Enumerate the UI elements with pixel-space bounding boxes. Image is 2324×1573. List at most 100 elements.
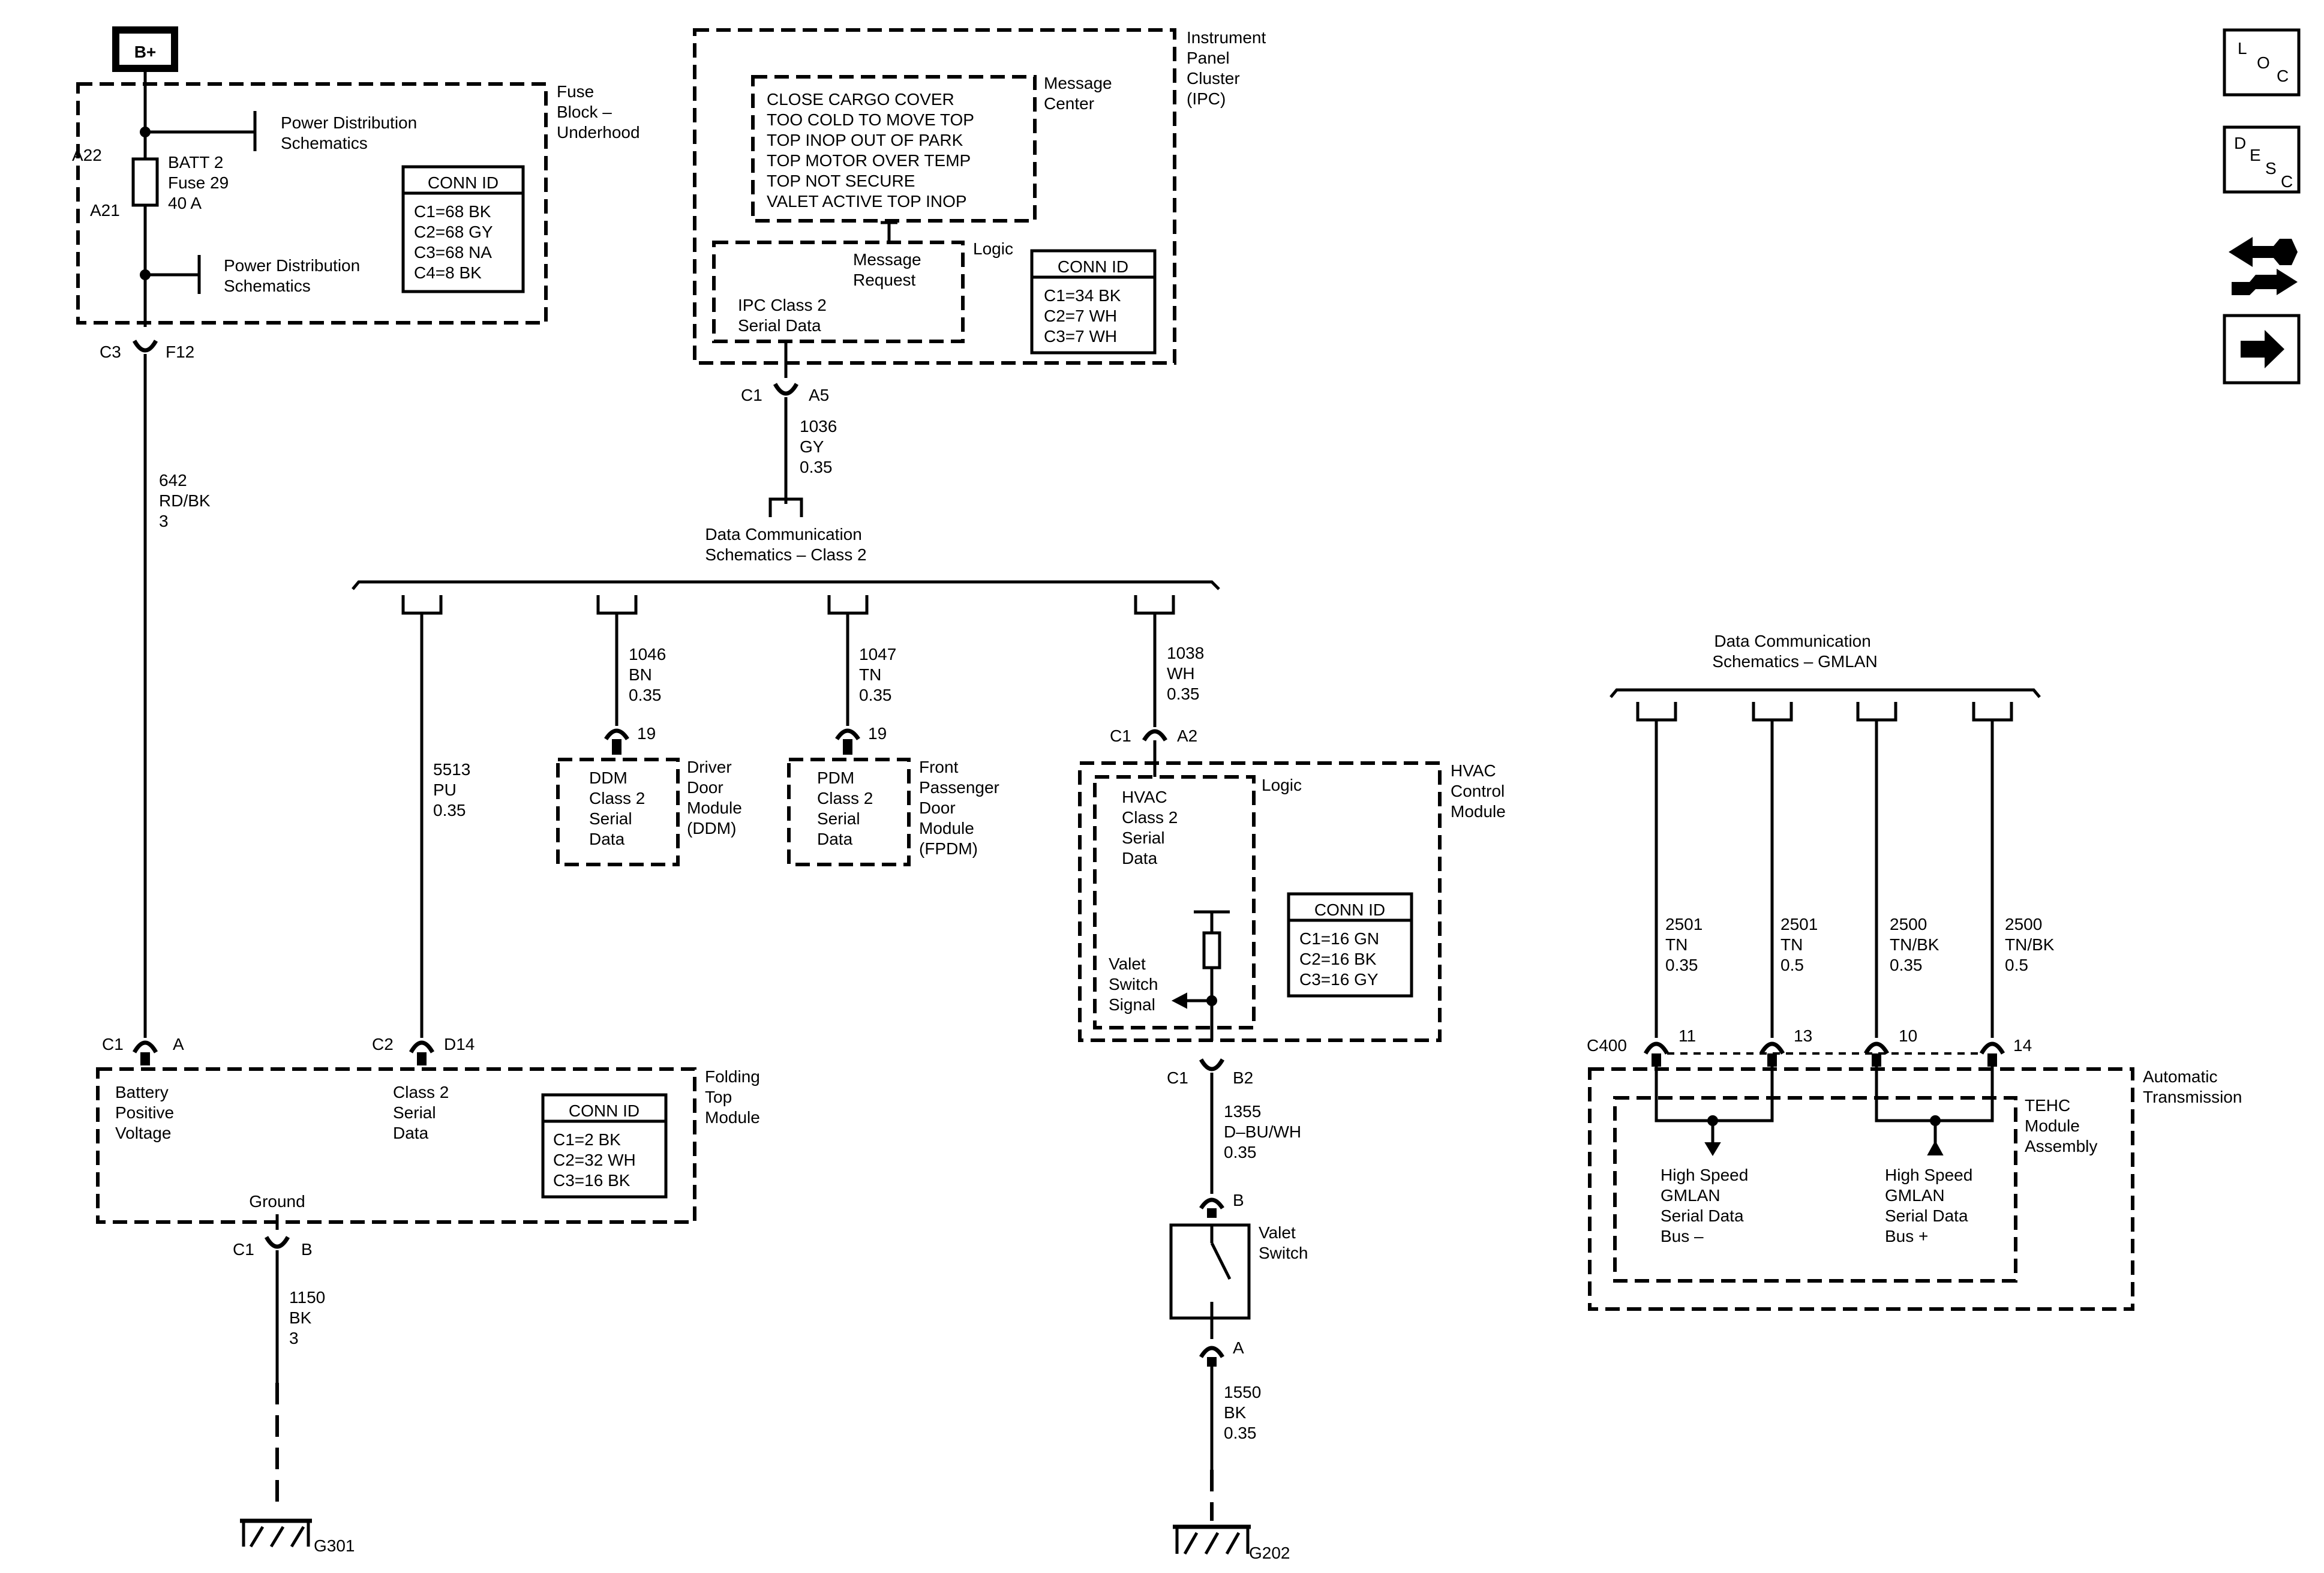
ground-g202: G202	[1173, 1524, 1290, 1562]
connector-swap-icon[interactable]	[2229, 237, 2298, 295]
svg-text:CONN ID: CONN ID	[1314, 900, 1385, 919]
ipc-title: Instrument Panel Cluster (IPC)	[1187, 28, 1271, 108]
desc-icon[interactable]: D E S C	[2223, 125, 2301, 194]
wire-642-label: 642 RD/BK 3	[159, 471, 215, 530]
folding-top-title: Folding Top Module	[705, 1067, 765, 1127]
hvac-serial-data-label: HVAC Class 2 Serial Data	[1122, 788, 1182, 867]
loc-icon[interactable]: L O C	[2223, 28, 2301, 97]
gmlan-bus-label: Data Communication Schematics – GMLAN	[1712, 632, 1877, 671]
svg-text:Valet Switch: Valet Switch	[1259, 1223, 1308, 1262]
wire-1355-label: 1355 D–BU/WH 0.35	[1224, 1102, 1306, 1161]
message-list: CLOSE CARGO COVER TOO COLD TO MOVE TOP T…	[767, 90, 978, 211]
power-dist-label-2: Power Distribution Schematics	[224, 256, 365, 295]
bus-minus-label: High Speed GMLAN Serial Data Bus –	[1661, 1166, 1753, 1245]
gmlan-data-bus: Data Communication Schematics – GMLAN	[1610, 632, 2041, 698]
svg-text:14: 14	[2013, 1036, 2032, 1055]
wire-1047-label: 1047 TN 0.35	[859, 645, 901, 704]
svg-text:DDM Class 2 Serial: DDM Class 2 Serial Data	[589, 769, 650, 848]
class2-serial-data-label: Class 2 Serial Data	[393, 1083, 454, 1142]
tehc-module-label: TEHC Module Assembly	[2025, 1096, 2097, 1155]
valet-switch: Valet Switch	[1169, 1223, 1308, 1320]
fuse-29	[131, 157, 159, 207]
instrument-panel-cluster: Instrument Panel Cluster (IPC) Message C…	[693, 28, 1271, 365]
svg-text:C: C	[2277, 67, 2289, 85]
svg-text:C: C	[2281, 172, 2293, 191]
ground-g301: G301	[240, 1518, 355, 1555]
battery-positive: B+	[112, 26, 178, 72]
svg-text:E: E	[2250, 146, 2261, 164]
svg-text:B: B	[1233, 1191, 1244, 1209]
connector-c3-f12: C3 F12	[100, 340, 194, 361]
folding-top-c2-connector: C2 D14	[372, 1035, 475, 1065]
svg-text:C1=16 GN C2=16 BK: C1=16 GN C2=16 BK C3=16 GY	[1299, 929, 1384, 989]
wire-2501-a-label: 2501 TN 0.35	[1665, 915, 1707, 974]
svg-text:C1=68 BK C2=68 GY: C1=68 BK C2=68 GY C3=68 NA C4=8 BK	[414, 202, 497, 282]
svg-text:13: 13	[1794, 1026, 1812, 1045]
svg-text:D: D	[2234, 134, 2246, 152]
hvac-conn-id: CONN ID C1=16 GN C2=16 BK C3=16 GY	[1287, 892, 1413, 998]
svg-text:C400: C400	[1587, 1036, 1627, 1055]
fuse-block-underhood: Fuse Block – Underhood Power Distributio…	[72, 82, 640, 325]
fuse-block-title: Fuse Block – Underhood	[557, 82, 640, 142]
front-passenger-door-module: PDM Class 2 Serial Data Front Passenger …	[787, 758, 1004, 866]
next-arrow-icon[interactable]	[2223, 314, 2301, 385]
fuse-block-conn-id: CONN ID C1=68 BK C2=68 GY C3=68 NA C4=8 …	[401, 165, 525, 293]
svg-text:A2: A2	[1177, 727, 1197, 745]
valet-switch-connector-a: A	[1199, 1338, 1244, 1367]
svg-text:19: 19	[868, 724, 887, 743]
driver-door-module: DDM Class 2 Serial Data Driver Door Modu…	[556, 758, 747, 866]
fuse-pin-top: A22	[72, 146, 102, 164]
hvac-control-module: HVAC Control Module Logic HVAC Class 2 S…	[1078, 761, 1509, 1042]
power-dist-label-1: Power Distribution Schematics	[281, 113, 422, 152]
svg-text:Driver Door Module: Driver Door Module (DDM)	[687, 758, 747, 837]
hvac-title: HVAC Control Module	[1451, 761, 1509, 821]
svg-text:C1=2 BK C2=32 WH: C1=2 BK C2=32 WH C3=16 BK	[553, 1130, 641, 1190]
svg-text:B: B	[301, 1240, 313, 1259]
folding-top-conn-id: CONN ID C1=2 BK C2=32 WH C3=16 BK	[541, 1093, 668, 1199]
svg-text:11: 11	[1679, 1026, 1696, 1045]
class2-data-bus: Data Communication Schematics – Class 2	[352, 525, 1220, 590]
connector-c1-a5: C1 A5	[741, 383, 829, 404]
ipc-logic-label: Logic	[973, 239, 1013, 258]
svg-text:PDM Class 2 Serial: PDM Class 2 Serial Data	[817, 769, 878, 848]
message-request-label: Message Request	[853, 250, 926, 289]
wire-2500-b-label: 2500 TN/BK 0.5	[2005, 915, 2059, 974]
folding-top-module: Folding Top Module Battery Positive Volt…	[96, 1067, 765, 1224]
svg-text:CONN ID: CONN ID	[1058, 257, 1128, 276]
valet-switch-signal-label: Valet Switch Signal	[1109, 954, 1163, 1014]
svg-text:G301: G301	[314, 1536, 355, 1555]
svg-text:F12: F12	[166, 343, 194, 361]
ground-label: Ground	[249, 1192, 305, 1211]
svg-text:Front Passenger Do: Front Passenger Door Module (FPDM)	[919, 758, 1004, 858]
svg-text:O: O	[2257, 53, 2270, 72]
svg-text:C1: C1	[233, 1240, 254, 1259]
svg-text:C1=34 BK C2=7 WH: C1=34 BK C2=7 WH C3=7 WH	[1044, 286, 1125, 346]
wire-1550-label: 1550 BK 0.35	[1224, 1383, 1266, 1442]
svg-text:CONN ID: CONN ID	[428, 173, 499, 192]
wire-5513-label: 5513 PU 0.35	[433, 760, 475, 819]
ddm-connector: 19	[604, 724, 656, 755]
wire-1150-label: 1150 BK 3	[289, 1288, 330, 1347]
folding-top-ground-connector: C1 B	[233, 1236, 313, 1259]
svg-text:B2: B2	[1233, 1068, 1253, 1087]
connector-c1-b2: C1 B2	[1167, 1058, 1253, 1087]
svg-text:C1: C1	[1167, 1068, 1188, 1087]
battery-positive-voltage-label: Battery Positive Voltage	[115, 1083, 179, 1142]
connector-c1-a2: C1 A2	[1110, 727, 1197, 745]
fuse-label: BATT 2 Fuse 29 40 A	[168, 153, 233, 212]
wire-1038-label: 1038 WH 0.35	[1167, 644, 1209, 703]
message-center-label: Message Center	[1044, 74, 1116, 113]
svg-text:L: L	[2238, 39, 2247, 58]
battery-label: B+	[134, 43, 157, 61]
ipc-conn-id: CONN ID C1=34 BK C2=7 WH C3=7 WH	[1030, 249, 1157, 355]
wire-1046-label: 1046 BN 0.35	[629, 645, 671, 704]
folding-top-c1-connector: C1 A	[102, 1035, 184, 1065]
pdm-connector: 19	[835, 724, 887, 755]
svg-text:C3: C3	[100, 343, 121, 361]
svg-text:19: 19	[637, 724, 656, 743]
svg-text:A: A	[173, 1035, 184, 1053]
connector-c400: C400 11 13 10 14	[1587, 1026, 2032, 1067]
svg-text:G202: G202	[1249, 1544, 1290, 1562]
svg-text:S: S	[2265, 159, 2277, 178]
